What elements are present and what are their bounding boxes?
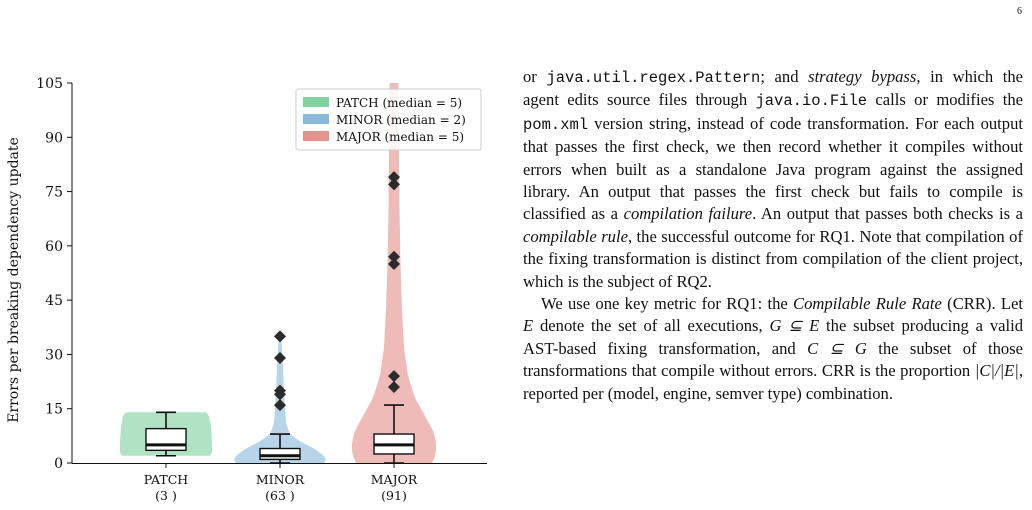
box-patch [145,427,187,452]
outlier-major-4 [388,370,400,383]
x-count-label-major: (91) [381,488,407,503]
y-tick-label-90: 90 [45,130,63,146]
outlier-minor-4 [274,399,286,412]
x-tick-label-patch: PATCH [144,472,189,487]
p2-segment-1: Compilable Rule Rate [793,294,942,314]
p1-segment-5: java.io.File [755,92,868,111]
violin-major [352,83,436,463]
p2-segment-4: denote the set of all executions, [533,316,770,336]
y-tick-label-30: 30 [45,347,63,363]
p2-segment-2: (CRR). Let [941,294,1023,314]
p2-segment-0: We use one key metric for RQ1: the [541,294,794,314]
p2-segment-5: G ⊆ E [769,316,820,336]
x-count-label-patch: (3 ) [155,488,177,503]
p1-segment-3: strategy bypass [808,67,917,86]
paragraph-2: We use one key metric for RQ1: the Compi… [523,293,1023,405]
y-tick-label-45: 45 [45,293,63,309]
p1-segment-10: . An output that passes both checks is a [752,204,1023,224]
violin-chart: Errors per breaking dependency update 0 1… [6,76,487,503]
p1-segment-8: version string, instead of code transfor… [523,113,1023,224]
p1-segment-2: ; and [760,67,809,86]
outlier-minor-1 [274,352,286,365]
p2-segment-8: the subset of those transformations that… [523,338,1023,381]
p1-segment-9: compilation failure [623,204,753,224]
outlier-minor-0 [274,330,286,343]
outlier-major-1 [388,178,400,191]
outlier-major-0 [388,171,400,184]
page-number: 6 [1017,6,1022,17]
x-tick-label-minor: MINOR [256,472,305,487]
outlier-minor-3 [274,388,286,401]
p1-segment-4: , in which the agent edits source files … [523,67,1023,110]
y-tick-label-105: 105 [36,76,63,92]
outlier-major-2 [388,250,400,263]
p2-segment-7: C ⊆ G [807,338,867,358]
p1-segment-1: java.util.regex.Pattern [546,69,761,87]
y-tick-label-75: 75 [45,185,63,201]
legend: PATCH (median = 5) MINOR (median = 2) MAJO… [295,88,482,151]
p2-segment-10: , reported per (model, engine, semver ty… [523,361,1023,403]
y-tick-label-15: 15 [45,402,63,418]
p1-segment-6: calls or modifies the [867,90,1023,110]
p2-segment-6: the subset producing a valid AST-based f… [523,316,1024,358]
outlier-major-3 [388,257,400,270]
legend-box [295,88,482,151]
x-tick-label-major: MAJOR [371,472,418,487]
p2-segment-3: E [523,316,534,336]
p1-segment-11: compilable rule [523,226,628,246]
x-count-label-minor: (63 ) [265,488,295,503]
y-tick-label-60: 60 [45,239,63,255]
legend-label-1: MINOR (median = 2) [336,113,466,127]
p1-segment-7: pom.xml [523,115,589,134]
legend-label-2: MAJOR (median = 5) [336,130,464,144]
legend-swatch-2 [303,131,329,141]
p1-segment-12: , the successful outcome for RQ1. Note t… [523,226,1023,291]
legend-label-0: PATCH (median = 5) [336,96,462,110]
p2-segment-9: |C|/|E| [974,361,1019,381]
y-axis-label: Errors per breaking dependency update [6,137,22,423]
y-tick-label-0: 0 [54,456,63,472]
legend-swatch-0 [303,97,329,107]
legend-swatch-1 [303,114,329,124]
body-text-column: or java.util.regex.Pattern; and strategy… [523,66,1023,405]
box-minor [259,447,301,461]
paragraph-1: or java.util.regex.Pattern; and strategy… [523,66,1023,293]
outlier-major-5 [388,381,400,393]
p1-segment-0: or [523,67,547,86]
